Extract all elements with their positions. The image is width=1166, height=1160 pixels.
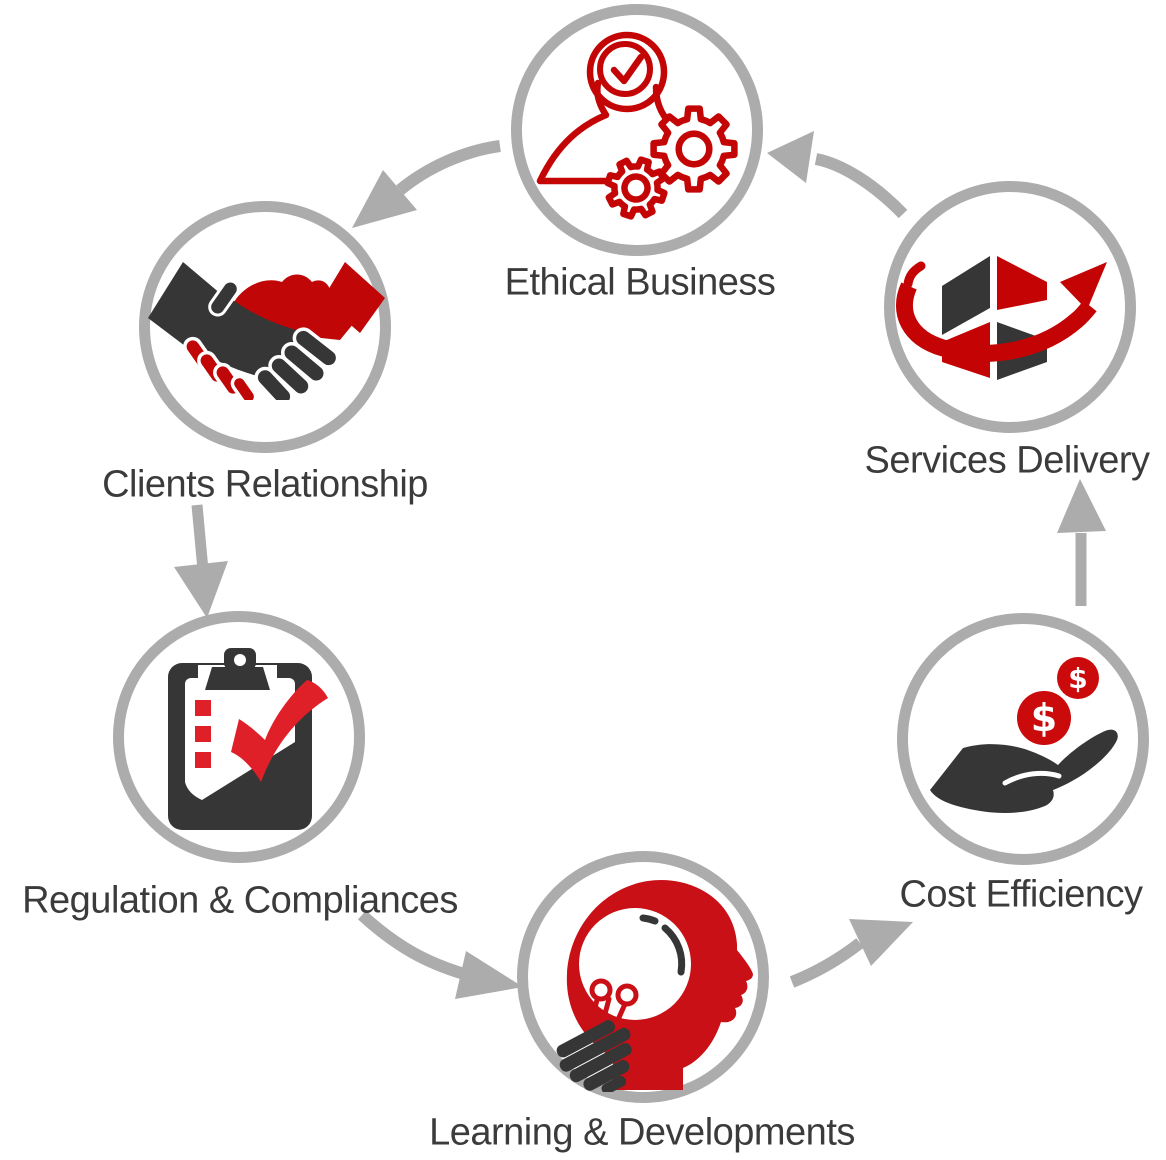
- node-learning-developments: [517, 851, 769, 1103]
- arrow-clients-to-regulation: [174, 504, 228, 618]
- hand-coins-icon: $ $: [930, 657, 1118, 813]
- clipboard-clip-plate: [205, 667, 270, 690]
- cube-swoosh-arrow-icon: [896, 256, 1107, 380]
- cube-top-right: [997, 256, 1047, 310]
- node-cost-efficiency: $ $: [897, 613, 1149, 865]
- head-lightbulb-icon: [556, 880, 753, 1092]
- gear-large-icon: [654, 109, 735, 190]
- label-cost-efficiency: Cost Efficiency: [899, 873, 1143, 916]
- label-services-delivery: Services Delivery: [864, 439, 1150, 482]
- arrow-regulation-to-learning: [357, 910, 523, 999]
- bulb-base: [556, 1020, 632, 1092]
- handshake-dark-fingers: [254, 327, 340, 400]
- person-check-gears-icon: [536, 31, 748, 225]
- node-ethical-business: [511, 4, 763, 256]
- handshake-red-fingertips: [183, 336, 258, 400]
- clipboard-check-icon: [168, 648, 328, 830]
- coin-small: $: [1057, 657, 1099, 699]
- node-regulation-compliances: [113, 611, 365, 863]
- arrow-services-to-ethical: [767, 131, 908, 219]
- clipboard-clip-hole: [234, 654, 246, 666]
- handshake-dark-thumb: [208, 279, 240, 317]
- gear-small-icon: [600, 152, 672, 224]
- coin-large-symbol: $: [1031, 696, 1057, 740]
- label-learning-developments: Learning & Developments: [429, 1111, 855, 1154]
- coin-large: $: [1017, 691, 1071, 745]
- check-badge: [597, 41, 653, 97]
- handshake-red-sleeve: [322, 262, 385, 333]
- label-regulation-compliances: Regulation & Compliances: [22, 879, 458, 922]
- node-clients-relationship: [139, 201, 391, 453]
- clipboard-checkmark: [231, 680, 328, 782]
- node-services-delivery: [884, 181, 1136, 433]
- swoosh-arrow: [896, 261, 1107, 362]
- cube-top-left: [942, 256, 990, 335]
- handshake-icon: [148, 262, 385, 400]
- arrow-cost-to-services: [1057, 479, 1106, 606]
- arrow-learning-to-cost: [789, 919, 913, 988]
- label-ethical-business: Ethical Business: [504, 261, 776, 304]
- clipboard-list-marks: [195, 700, 211, 768]
- bulb-shine-arcs: [639, 914, 686, 976]
- coin-small-symbol: $: [1068, 662, 1087, 695]
- label-clients-relationship: Clients Relationship: [102, 463, 428, 506]
- bulb-glass: [579, 908, 691, 1020]
- open-hand: [930, 729, 1118, 813]
- arrow-ethical-to-clients: [352, 140, 501, 228]
- arrows-group: [174, 131, 1106, 999]
- hand-finger-line: [1002, 770, 1062, 786]
